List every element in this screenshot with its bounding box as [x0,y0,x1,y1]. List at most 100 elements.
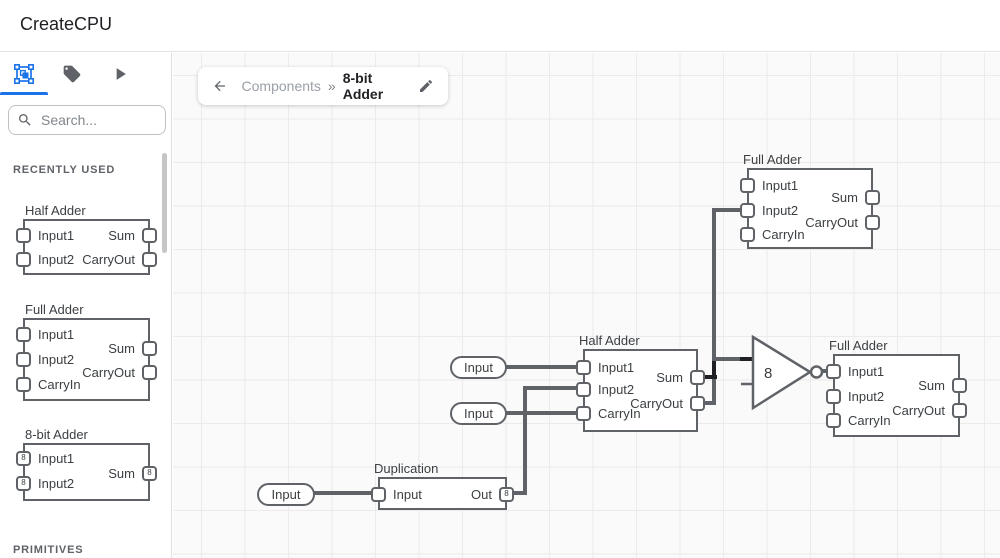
port-label: Input2 [848,389,885,404]
port-input2[interactable] [740,203,755,218]
port-label: Sum [831,190,858,205]
port-input1-bus8[interactable]: 8 [16,451,31,466]
port-label: Input [393,487,422,502]
port-sum[interactable] [142,228,157,243]
node-duplication[interactable]: Duplication 8 Input Out [371,461,514,510]
wire-duplication-to-input2[interactable] [523,386,585,390]
sidebar-tabs [0,53,171,95]
node-title: Full Adder [829,338,888,353]
port-label: Sum [918,378,945,393]
port-label: Out [471,487,492,502]
section-primitives: PRIMITIVES [13,544,84,556]
port-sum[interactable] [142,341,157,356]
node-full-adder-right[interactable]: Full Adder Input1 Input2 CarryIn Sum Car… [826,338,967,437]
not-gate-bus-label: 8 [764,365,772,382]
wire-sum-connector[interactable] [698,375,717,379]
port-label: Sum [656,370,683,385]
port-input2[interactable] [826,389,841,404]
tab-components[interactable] [0,53,48,95]
breadcrumb: Components » 8-bit Adder [198,67,448,105]
port-input2-bus8[interactable]: 8 [16,476,31,491]
library-8bit-adder[interactable]: 8-bit Adder 8 8 8 Input1 Input2 Sum [16,427,157,501]
input-pill-label: Input [464,360,493,375]
wire-trunk-vertical[interactable] [712,208,716,402]
tab-tags[interactable] [48,53,96,95]
wire-duplication-out-h[interactable] [505,491,527,495]
node-input-a[interactable]: Input [450,356,507,379]
node-input-c[interactable]: Input [257,483,315,506]
search-placeholder: Search... [41,112,98,128]
wire-inputB-to-carryin[interactable] [505,411,585,415]
node-not-gate[interactable]: 8 [740,332,835,417]
port-label: Input1 [38,451,75,466]
node-input-b[interactable]: Input [450,402,507,425]
port-carryin[interactable] [576,406,591,421]
wire-branch-to-notgate[interactable] [712,357,742,361]
port-label: CarryIn [762,227,805,242]
port-input2[interactable] [576,382,591,397]
library-item-title: 8-bit Adder [25,427,88,442]
breadcrumb-root[interactable]: Components [241,78,321,94]
port-input1[interactable] [740,178,755,193]
port-label: Input1 [38,228,75,243]
port-sum[interactable] [865,190,880,205]
wire-carryout-connector[interactable] [698,401,716,405]
input-pill-label: Input [271,487,301,502]
port-input1[interactable] [16,327,31,342]
port-label: CarryOut [805,215,858,230]
port-sum[interactable] [952,378,967,393]
wire-duplication-out-v[interactable] [523,386,527,495]
app-title: CreateCPU [20,14,113,34]
node-half-adder[interactable]: Half Adder Input1 Input2 CarryIn Sum Car… [576,333,705,432]
port-label: Input1 [38,327,75,342]
port-carryout[interactable] [142,365,157,380]
port-carryout[interactable] [690,396,705,411]
wire-inputA-to-input1[interactable] [505,365,585,369]
port-input2[interactable] [16,352,31,367]
search-input[interactable]: Search... [8,105,166,135]
node-full-adder-top[interactable]: Full Adder Input1 Input2 CarryIn Sum Car… [740,152,880,249]
port-carryout[interactable] [952,403,967,418]
port-input1[interactable] [576,360,591,375]
port-input1[interactable] [826,364,841,379]
port-label: CarryIn [848,413,891,428]
wire-trunk-to-fatop-input2[interactable] [712,208,749,212]
port-sum[interactable] [690,370,705,385]
library-full-adder[interactable]: Full Adder Input1 Input2 CarryIn Sum Car… [16,302,157,401]
port-carryin[interactable] [826,413,841,428]
sidebar: Search... RECENTLY USED Half Adder Input… [0,53,172,558]
section-recently-used: RECENTLY USED [13,164,116,176]
node-title: Half Adder [579,333,640,348]
port-out-bus8[interactable]: 8 [499,487,514,502]
pencil-icon [420,79,433,92]
port-label: Input2 [38,252,75,267]
active-tab-indicator [0,92,48,95]
sidebar-scrollbar[interactable] [162,153,167,253]
port-sum-bus8[interactable]: 8 [142,466,157,481]
tab-run[interactable] [96,53,144,95]
node-title: Full Adder [743,152,802,167]
wire-inputC-to-duplication[interactable] [312,491,380,495]
wire-trunk-active-segment[interactable] [712,357,716,379]
breadcrumb-separator: » [327,78,336,94]
library-item-title: Half Adder [25,203,86,218]
port-carryout[interactable] [142,252,157,267]
port-label: Input2 [38,352,75,367]
port-input[interactable] [371,487,386,502]
library-half-adder[interactable]: Half Adder Input1 Input2 Sum CarryOut [16,203,157,275]
play-icon [116,68,126,80]
port-input1[interactable] [16,228,31,243]
wire-branch-to-notgate-active[interactable] [740,357,754,361]
back-arrow-icon[interactable] [212,77,228,95]
port-carryin[interactable] [16,377,31,392]
port-label: Input2 [762,203,799,218]
port-input2[interactable] [16,252,31,267]
tag-icon [63,65,81,83]
port-carryout[interactable] [865,215,880,230]
editor-canvas[interactable]: Components » 8-bit Adder Full Adder Inpu… [173,53,1000,558]
port-carryin[interactable] [740,227,755,242]
port-label: CarryOut [82,365,135,380]
edit-name-button[interactable] [418,78,434,94]
port-label: Input2 [38,476,75,491]
